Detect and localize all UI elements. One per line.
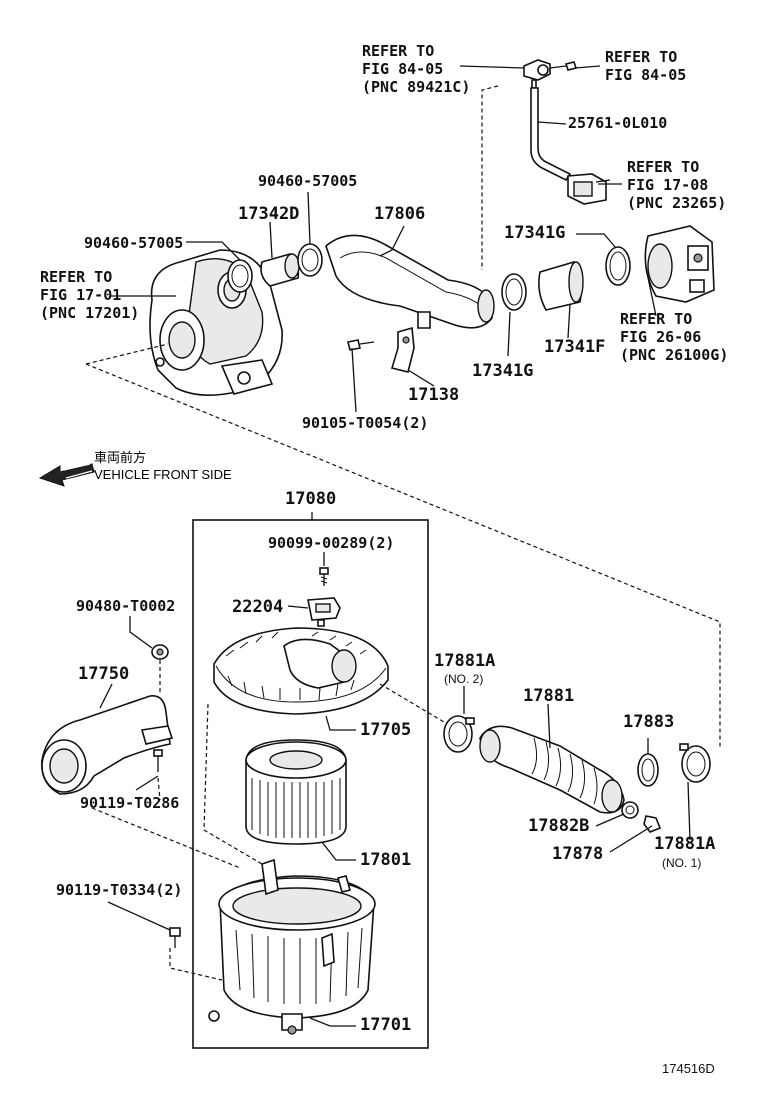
vehicle-front-en: VEHICLE FRONT SIDE [94, 467, 232, 482]
cleaner-case-17701-part [208, 858, 376, 1035]
label-17750: 17750 [78, 664, 130, 684]
clamp-90460-b-part [227, 259, 253, 293]
label-17341g-lower: 17341G [472, 361, 534, 381]
clamp-17881a-no1-part [679, 743, 711, 783]
label-17705: 17705 [360, 720, 412, 740]
label-17138: 17138 [408, 385, 460, 405]
ref-fig84-right: REFER TO FIG 84-05 [605, 48, 686, 84]
label-90119-t0334: 90119-T0334(2) [56, 881, 183, 899]
ref-fig17-08-line2: FIG 17-08 [627, 176, 709, 194]
airflow-meter-22204-part [307, 597, 341, 627]
clamp-17341g-upper-part [605, 246, 631, 286]
bolt-90119-t0334-part [169, 927, 181, 948]
label-17080: 17080 [285, 489, 337, 509]
label-no1: (NO. 1) [662, 856, 702, 870]
dashed-connection-lines [85, 85, 721, 981]
ref-fig26-06-line2: FIG 26-06 [620, 328, 702, 346]
ref-fig17-01-line3: (PNC 17201) [40, 304, 140, 322]
ref-fig84-right-line1: REFER TO [605, 48, 678, 66]
grommet-90480-part [151, 644, 169, 660]
ref-fig84-left-line3: (PNC 89421C) [362, 78, 471, 96]
ref-fig26-06-line3: (PNC 26100G) [620, 346, 729, 364]
ref-fig17-08: REFER TO FIG 17-08 (PNC 23265) [627, 158, 726, 212]
label-90460-57005-b: 90460-57005 [84, 234, 184, 252]
turbocharger-part [149, 249, 283, 396]
hose-17342d-part [260, 253, 300, 287]
air-inlet-17750-part [41, 695, 174, 795]
label-17341f: 17341F [544, 337, 606, 357]
bolt-90119-t0286-part [153, 749, 163, 772]
cleaner-cover-17705-part [213, 627, 389, 715]
label-17801: 17801 [360, 850, 412, 870]
bolt-90105-part [347, 339, 375, 351]
label-90460-57005-a: 90460-57005 [258, 172, 358, 190]
vehicle-front-arrow-icon [38, 463, 95, 487]
vacuum-hose-part [530, 87, 572, 182]
label-22204: 22204 [232, 597, 284, 617]
label-17881a-no1: 17881A [654, 834, 716, 854]
assembly-17080-box [192, 519, 429, 1049]
label-17342d: 17342D [238, 204, 300, 224]
ref-fig17-08-line3: (PNC 23265) [627, 194, 727, 212]
label-90119-t0286: 90119-T0286 [80, 794, 180, 812]
label-25761-0l010: 25761-0L010 [568, 114, 668, 132]
clamp-17881a-no2-part [443, 715, 475, 753]
label-90105-t0054: 90105-T0054(2) [302, 414, 429, 432]
label-17701: 17701 [360, 1015, 412, 1035]
label-17881a-no2: 17881A [434, 651, 496, 671]
clamp-17883-part [637, 753, 659, 787]
ref-fig26-06: REFER TO FIG 26-06 (PNC 26100G) [620, 310, 728, 364]
label-17882b: 17882B [528, 816, 590, 836]
label-17806: 17806 [374, 204, 426, 224]
vacuum-connector-part [523, 59, 578, 89]
leader-lines [99, 65, 691, 1027]
intake-pipe-17806-part [325, 234, 495, 329]
ref-fig84-left-line1: REFER TO [362, 42, 435, 60]
filter-element-17801-part [245, 739, 347, 845]
ref-fig84-left-line2: FIG 84-05 [362, 60, 444, 78]
ref-fig84-right-line2: FIG 84-05 [605, 66, 687, 84]
label-17878: 17878 [552, 844, 604, 864]
label-no2: (NO. 2) [444, 672, 484, 686]
clamp-90460-a-part [297, 243, 323, 277]
ref-fig17-08-line1: REFER TO [627, 158, 700, 176]
throttle-body-part [644, 225, 715, 303]
diagram-id: 174516D [662, 1061, 715, 1076]
air-hose-17881-part [479, 725, 625, 814]
gasket-17882b-part [621, 801, 639, 819]
label-17881: 17881 [523, 686, 575, 706]
clamp-17341g-lower-part [501, 273, 527, 311]
label-17883: 17883 [623, 712, 675, 732]
vsv-valve-part [567, 173, 611, 205]
bracket-17138-part [390, 326, 415, 373]
ref-fig26-06-line1: REFER TO [620, 310, 693, 328]
ref-fig17-01-line1: REFER TO [40, 268, 113, 286]
label-17341g-upper: 17341G [504, 223, 566, 243]
hose-17341f-part [538, 261, 584, 311]
ref-fig17-01: REFER TO FIG 17-01 (PNC 17201) [40, 268, 139, 322]
label-90099-00289: 90099-00289(2) [268, 534, 395, 552]
ref-fig84-left: REFER TO FIG 84-05 (PNC 89421C) [362, 42, 470, 96]
label-90480-t0002: 90480-T0002 [76, 597, 176, 615]
vehicle-front-jp: 車両前方 [94, 450, 147, 465]
ref-fig17-01-line2: FIG 17-01 [40, 286, 122, 304]
screw-90099-part [319, 567, 329, 586]
